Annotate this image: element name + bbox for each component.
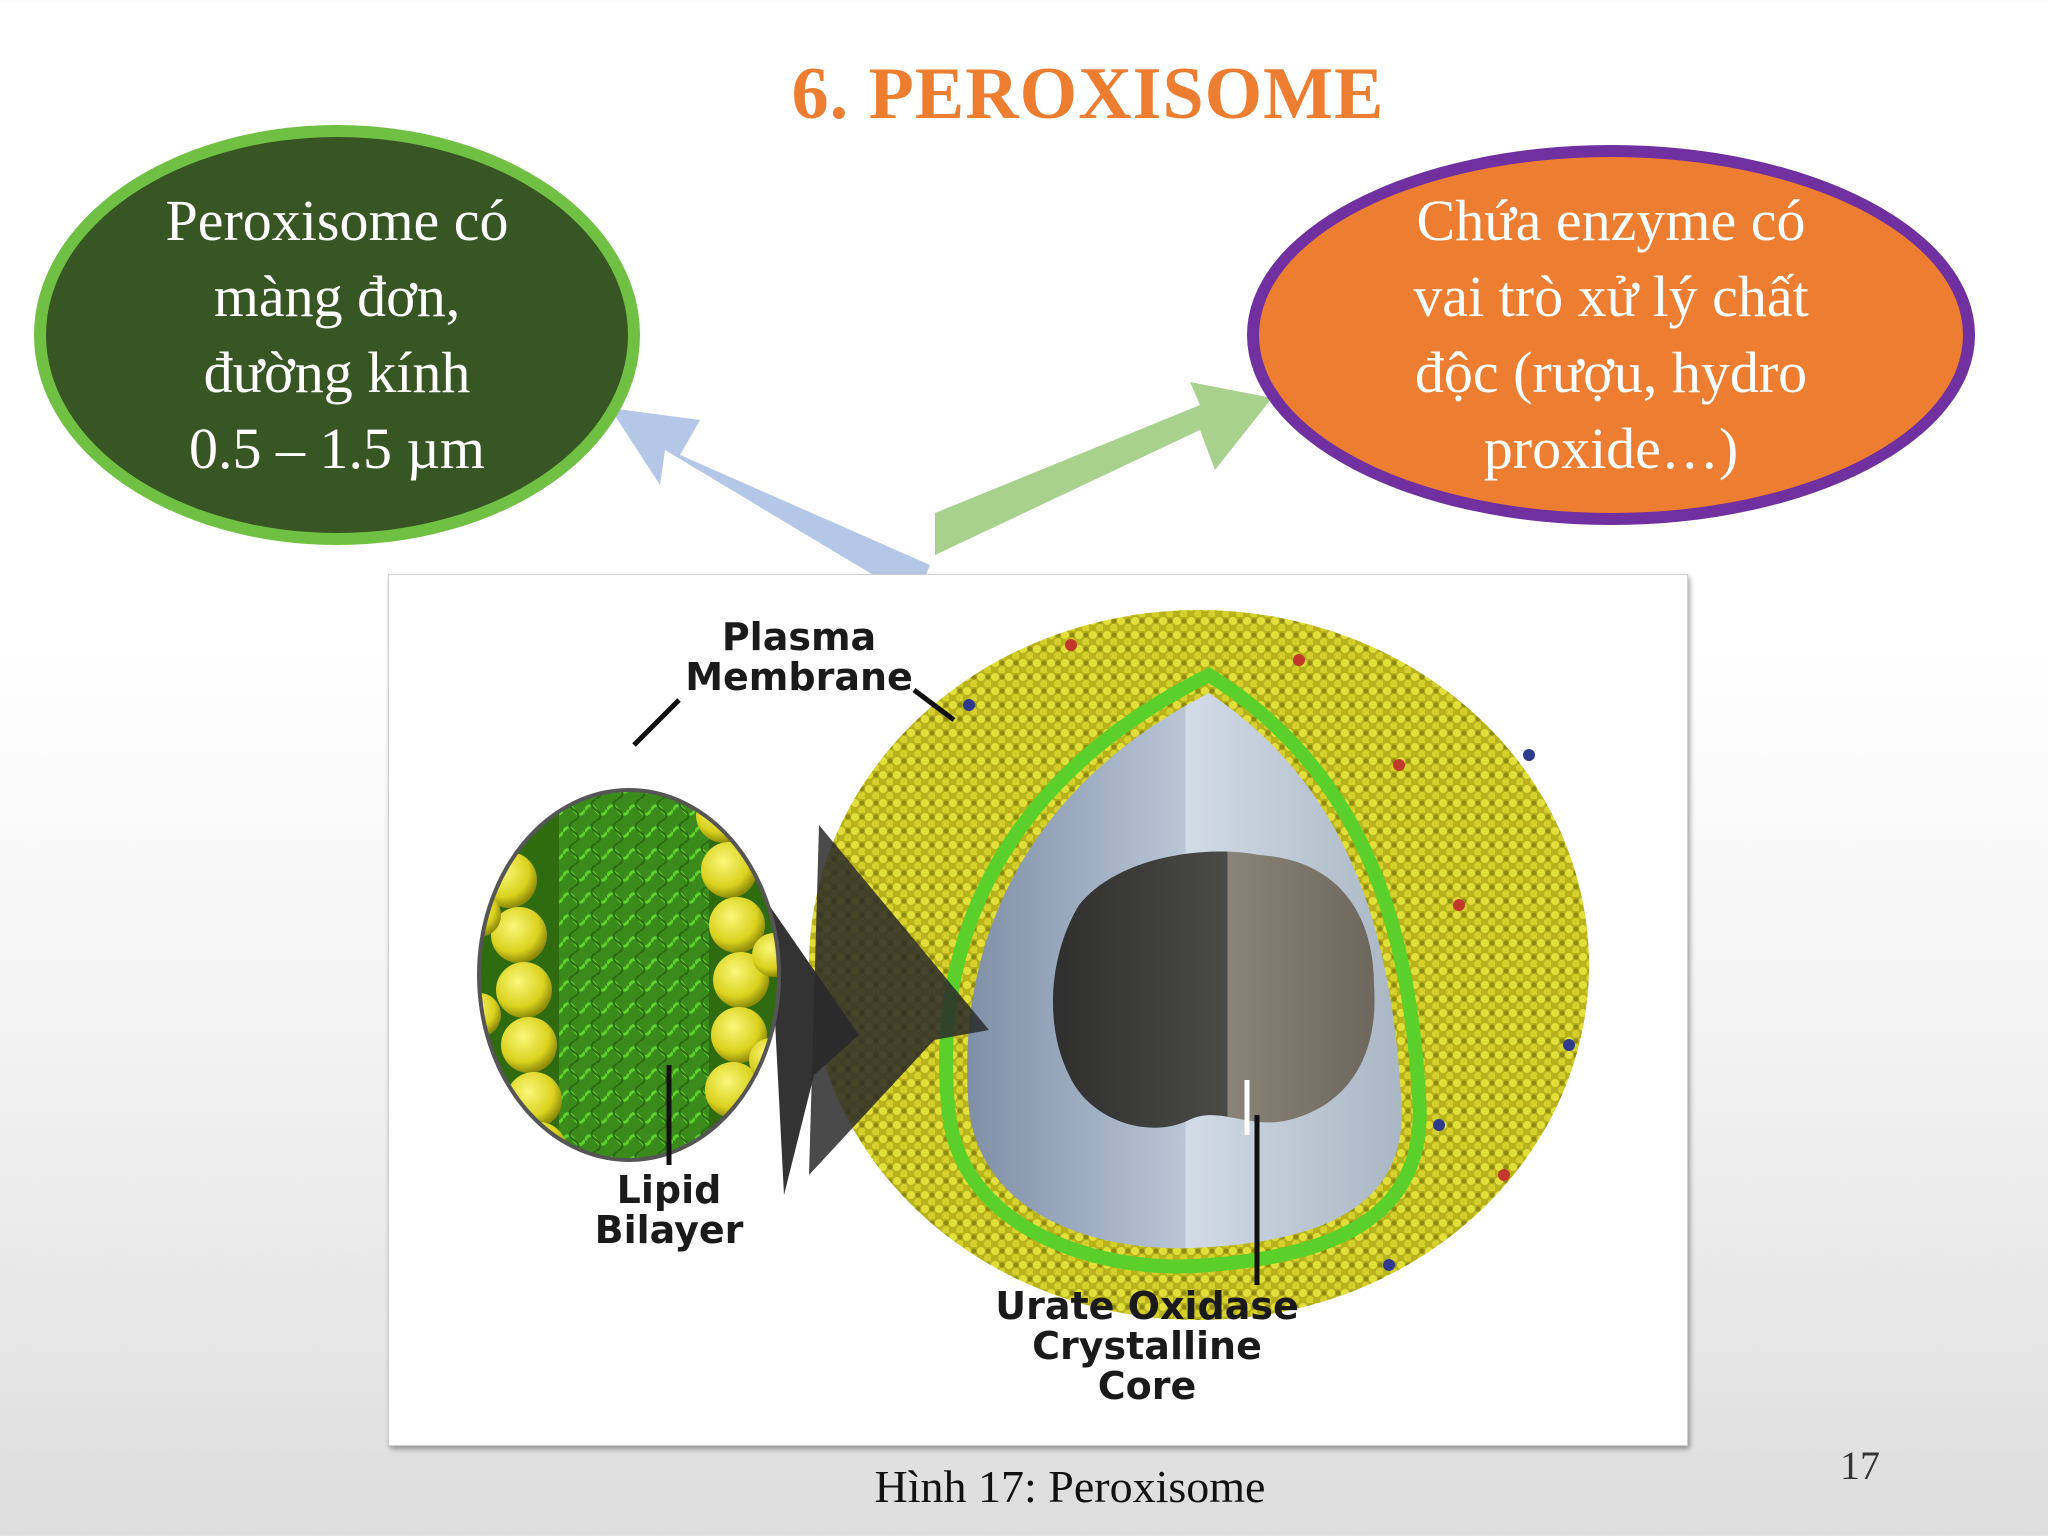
arrow-to-left-oval (610, 408, 930, 600)
peroxisome-figure: Plasma Membrane Lipid Bilayer Urate Oxid… (388, 574, 1688, 1446)
left-oval: Peroxisome có màng đơn, đường kính 0.5 –… (34, 125, 640, 545)
label-plasma-membrane-1: Plasma (722, 615, 876, 659)
right-oval-text: Chứa enzyme có vai trò xử lý chất độc (r… (1413, 188, 1809, 481)
label-urate-3: Core (1098, 1364, 1197, 1408)
label-lipid-bilayer-1: Lipid (617, 1168, 722, 1212)
label-urate-2: Crystalline (1032, 1324, 1262, 1368)
urate-oxidase-core (1052, 851, 1375, 1128)
plasma-membrane-leader-right (912, 688, 956, 722)
left-oval-text: Peroxisome có màng đơn, đường kính 0.5 –… (165, 188, 509, 481)
page-number: 17 (1840, 1443, 1880, 1488)
label-plasma-membrane-2: Membrane (685, 655, 913, 699)
lipid-bilayer-zoom (477, 788, 781, 1162)
plasma-membrane-leader-left (632, 698, 681, 747)
right-oval: Chứa enzyme có vai trò xử lý chất độc (r… (1247, 145, 1975, 525)
label-urate-1: Urate Oxidase (995, 1284, 1298, 1328)
figure-caption: Hình 17: Peroxisome (874, 1461, 1266, 1512)
inner-membrane (939, 666, 1427, 1274)
peroxisome-illustration: Plasma Membrane Lipid Bilayer Urate Oxid… (477, 610, 1589, 1408)
arrow-to-right-oval (935, 382, 1272, 555)
label-lipid-bilayer-2: Bilayer (595, 1208, 744, 1252)
slide-title: 6. PEROXISOME (791, 53, 1385, 135)
